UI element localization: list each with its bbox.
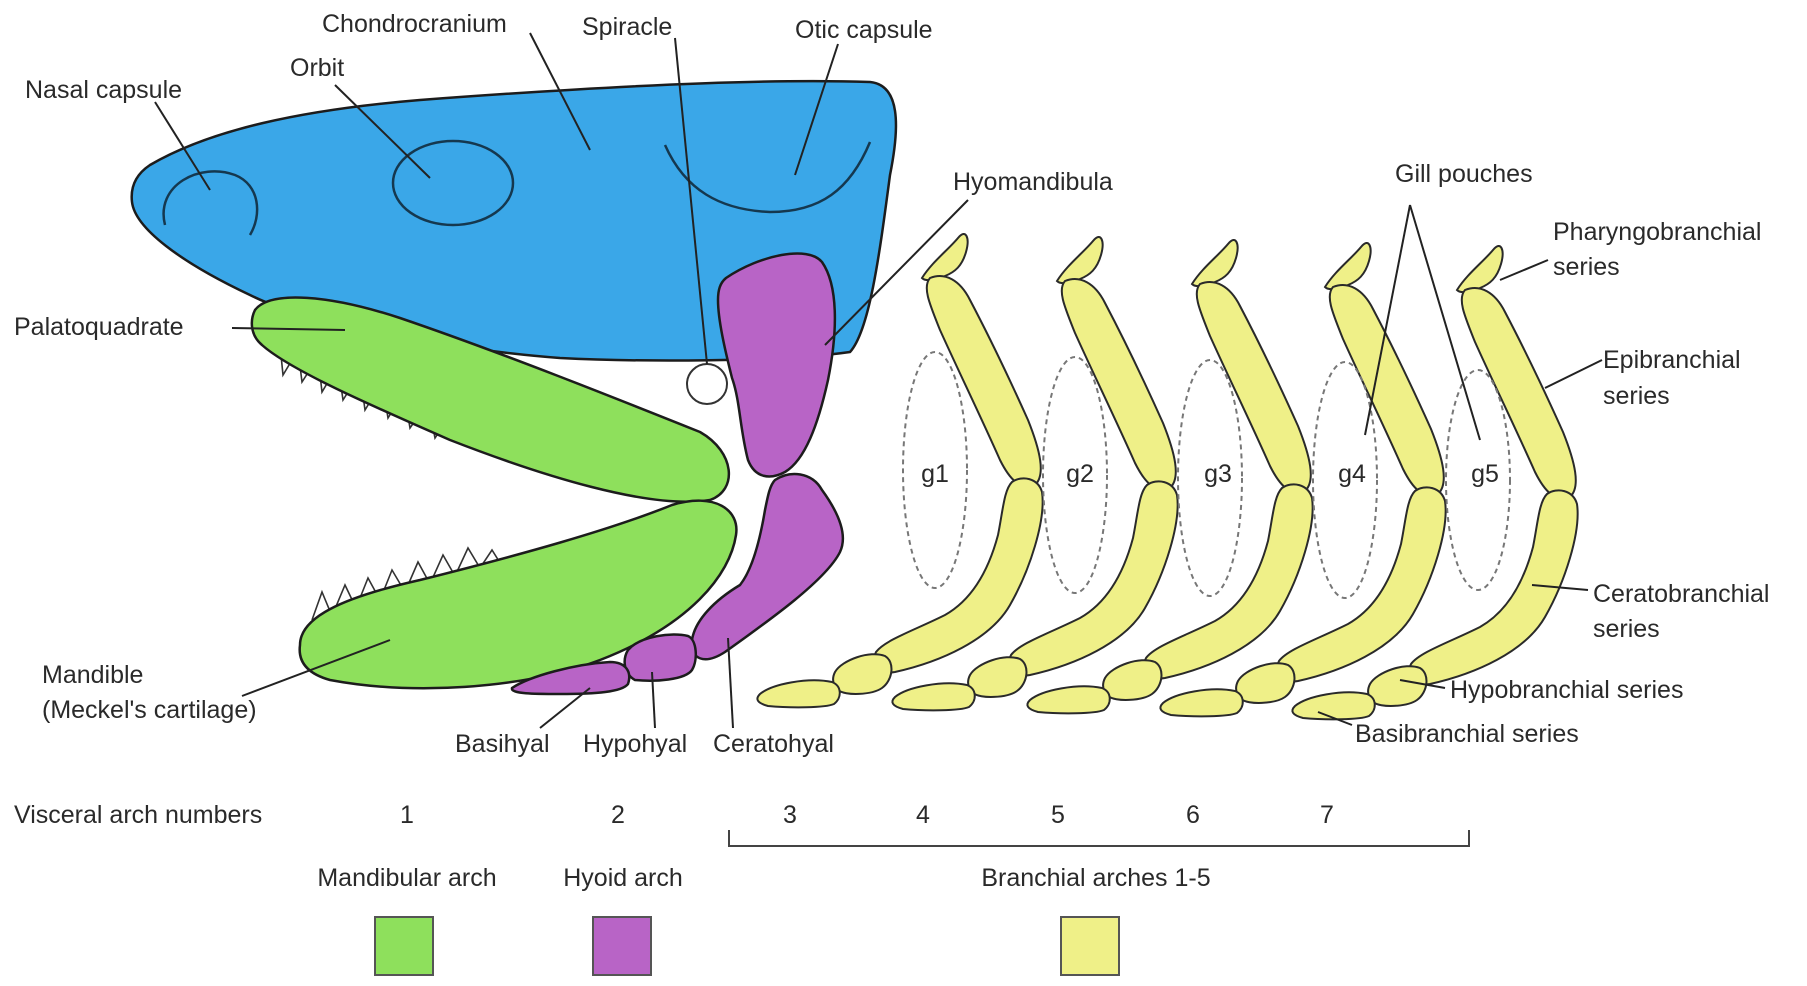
legend-swatch-hyoid — [593, 917, 651, 975]
gill-label-g2: g2 — [1066, 460, 1094, 488]
label-nasal-capsule: Nasal capsule — [25, 76, 182, 104]
label-mandible-line2: (Meckel's cartilage) — [42, 696, 257, 724]
hypobranchial-element — [833, 654, 891, 694]
label-spiracle: Spiracle — [582, 13, 672, 41]
arch-number-3: 3 — [783, 801, 797, 829]
label-epibranchial-line1: Epibranchial — [1603, 346, 1741, 374]
label-ceratohyal: Ceratohyal — [713, 730, 834, 758]
ceratobranchial-element — [874, 478, 1043, 672]
label-pharyngobranchial-line2: series — [1553, 253, 1620, 281]
legend-label-branchial: Branchial arches 1-5 — [981, 864, 1210, 892]
label-orbit: Orbit — [290, 54, 344, 82]
branchial-bracket — [729, 830, 1469, 846]
arch-number-6: 6 — [1186, 801, 1200, 829]
label-epibranchial-line2: series — [1603, 382, 1670, 410]
label-basihyal: Basihyal — [455, 730, 550, 758]
branchial-arches — [757, 234, 1577, 719]
gill-label-g1: g1 — [921, 460, 949, 488]
arch-number-2: 2 — [611, 801, 625, 829]
gill-label-g5: g5 — [1471, 460, 1499, 488]
epibranchial-element — [927, 276, 1041, 486]
arch-number-5: 5 — [1051, 801, 1065, 829]
legend-swatch-branchial — [1061, 917, 1119, 975]
arch-number-4: 4 — [916, 801, 930, 829]
gill-label-g3: g3 — [1204, 460, 1232, 488]
label-hyomandibula: Hyomandibula — [953, 168, 1113, 196]
label-hypohyal: Hypohyal — [583, 730, 687, 758]
hyomandibula-shape — [718, 253, 835, 476]
label-pharyngobranchial-line1: Pharyngobranchial — [1553, 218, 1761, 246]
label-basibranchial: Basibranchial series — [1355, 720, 1579, 748]
spiracle-outline — [687, 364, 727, 404]
label-ceratobranchial-line2: series — [1593, 615, 1660, 643]
label-palatoquadrate: Palatoquadrate — [14, 313, 184, 341]
legend-label-mandibular: Mandibular arch — [317, 864, 496, 892]
gill-label-g4: g4 — [1338, 460, 1366, 488]
arch-numbers-title: Visceral arch numbers — [14, 801, 262, 829]
basibranchial-element — [757, 680, 839, 707]
arch-number-1: 1 — [400, 801, 414, 829]
arch-number-7: 7 — [1320, 801, 1334, 829]
label-ceratobranchial-line1: Ceratobranchial — [1593, 580, 1770, 608]
legend-label-hyoid: Hyoid arch — [563, 864, 683, 892]
label-hypobranchial: Hypobranchial series — [1450, 676, 1683, 704]
label-chondrocranium: Chondrocranium — [322, 10, 507, 38]
label-gill-pouches: Gill pouches — [1395, 160, 1533, 188]
legend-swatch-mandibular — [375, 917, 433, 975]
label-mandible-line1: Mandible — [42, 661, 143, 689]
label-otic-capsule: Otic capsule — [795, 16, 933, 44]
